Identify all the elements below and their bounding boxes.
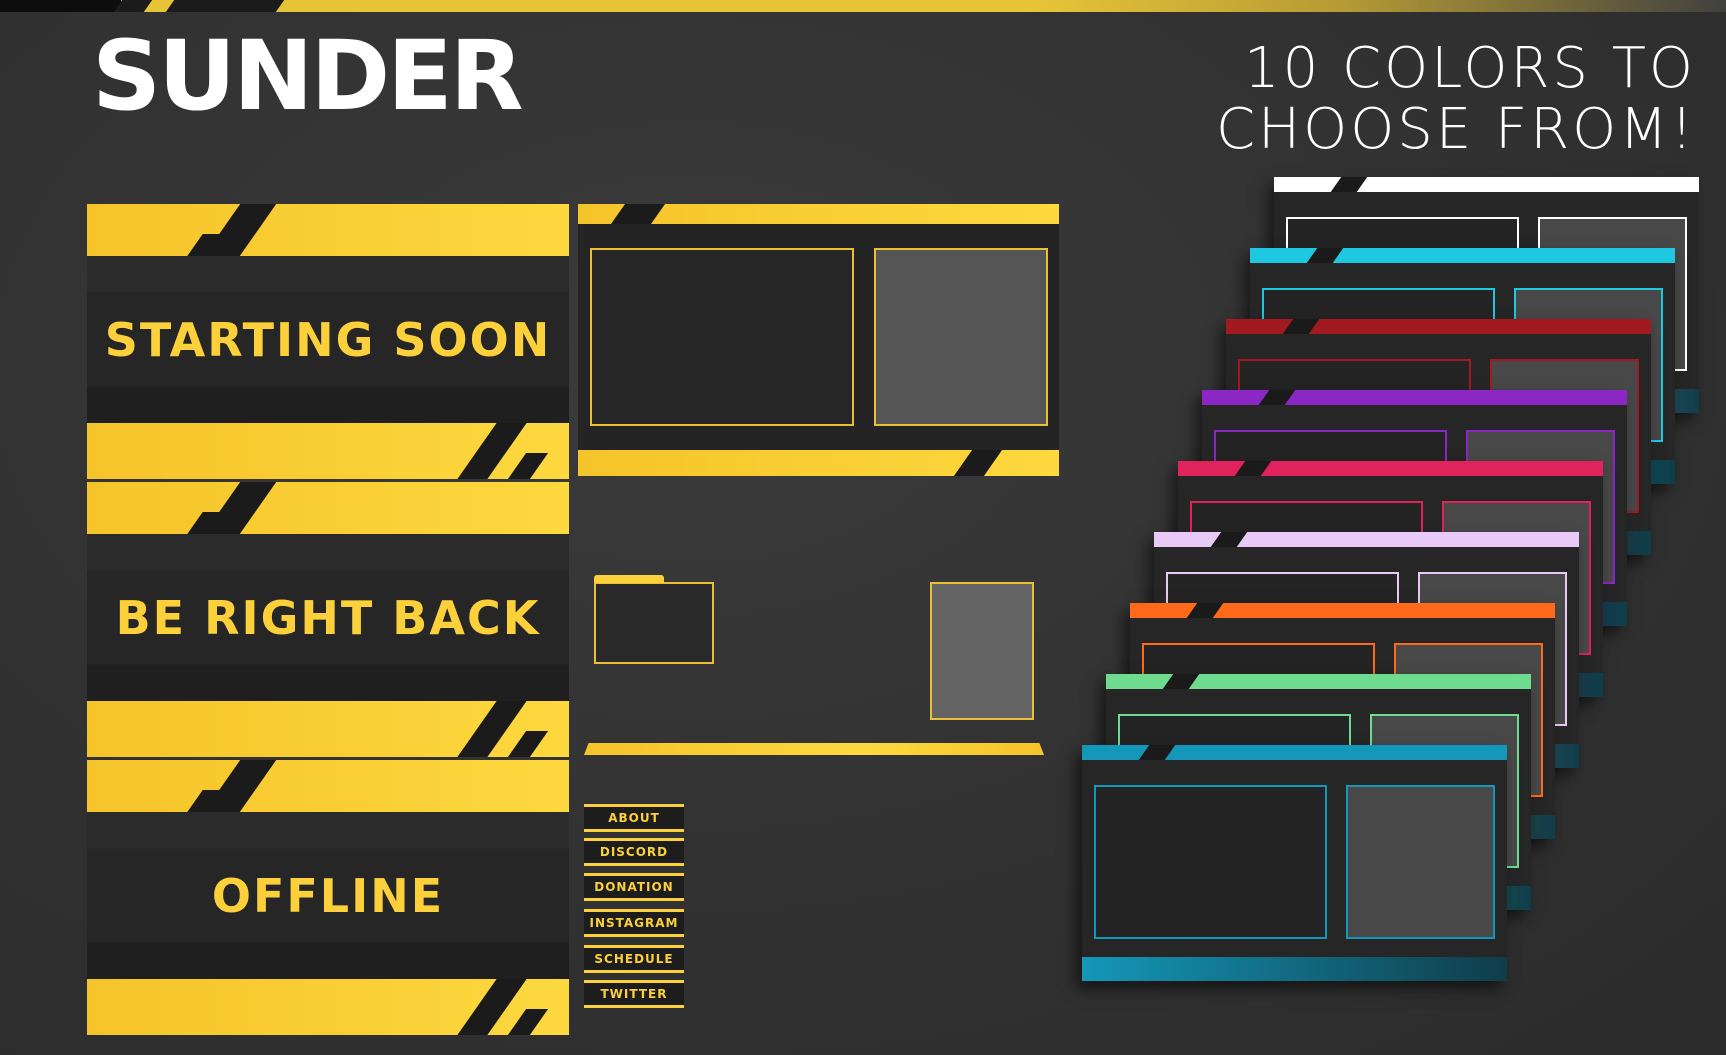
brand-title: SUNDER [92, 20, 524, 132]
promo-line-2: CHOOSE FROM! [1215, 97, 1696, 162]
scene-card-offline: OFFLINE [87, 760, 569, 1035]
panel-instagram: INSTAGRAM [584, 909, 684, 937]
panel-discord: DISCORD [584, 838, 684, 866]
scene-label: STARTING SOON [104, 312, 552, 367]
promo-text: 10 COLORS TO CHOOSE FROM! [1216, 38, 1696, 160]
scene-label: OFFLINE [211, 868, 445, 923]
panel-twitter: TWITTER [584, 980, 684, 1008]
promo-line-1: 10 COLORS TO [1243, 36, 1696, 101]
webcam-frame-asset [594, 582, 714, 664]
webcam-frame-large [590, 248, 854, 426]
overlay-preview [578, 204, 1059, 476]
frame-tab-asset [594, 575, 664, 583]
panel-about: ABOUT [584, 804, 684, 832]
panel-donation: DONATION [584, 873, 684, 901]
color-variant-preview [1082, 745, 1507, 981]
camera-frame-asset [930, 582, 1034, 720]
bottom-bar-asset [584, 743, 1044, 755]
top-accent-bar [0, 0, 1726, 12]
webcam-frame-small [874, 248, 1048, 426]
scene-label: BE RIGHT BACK [115, 590, 541, 645]
scene-card-be-right-back: BE RIGHT BACK [87, 482, 569, 757]
scene-card-starting-soon: STARTING SOON [87, 204, 569, 479]
panel-schedule: SCHEDULE [584, 945, 684, 973]
